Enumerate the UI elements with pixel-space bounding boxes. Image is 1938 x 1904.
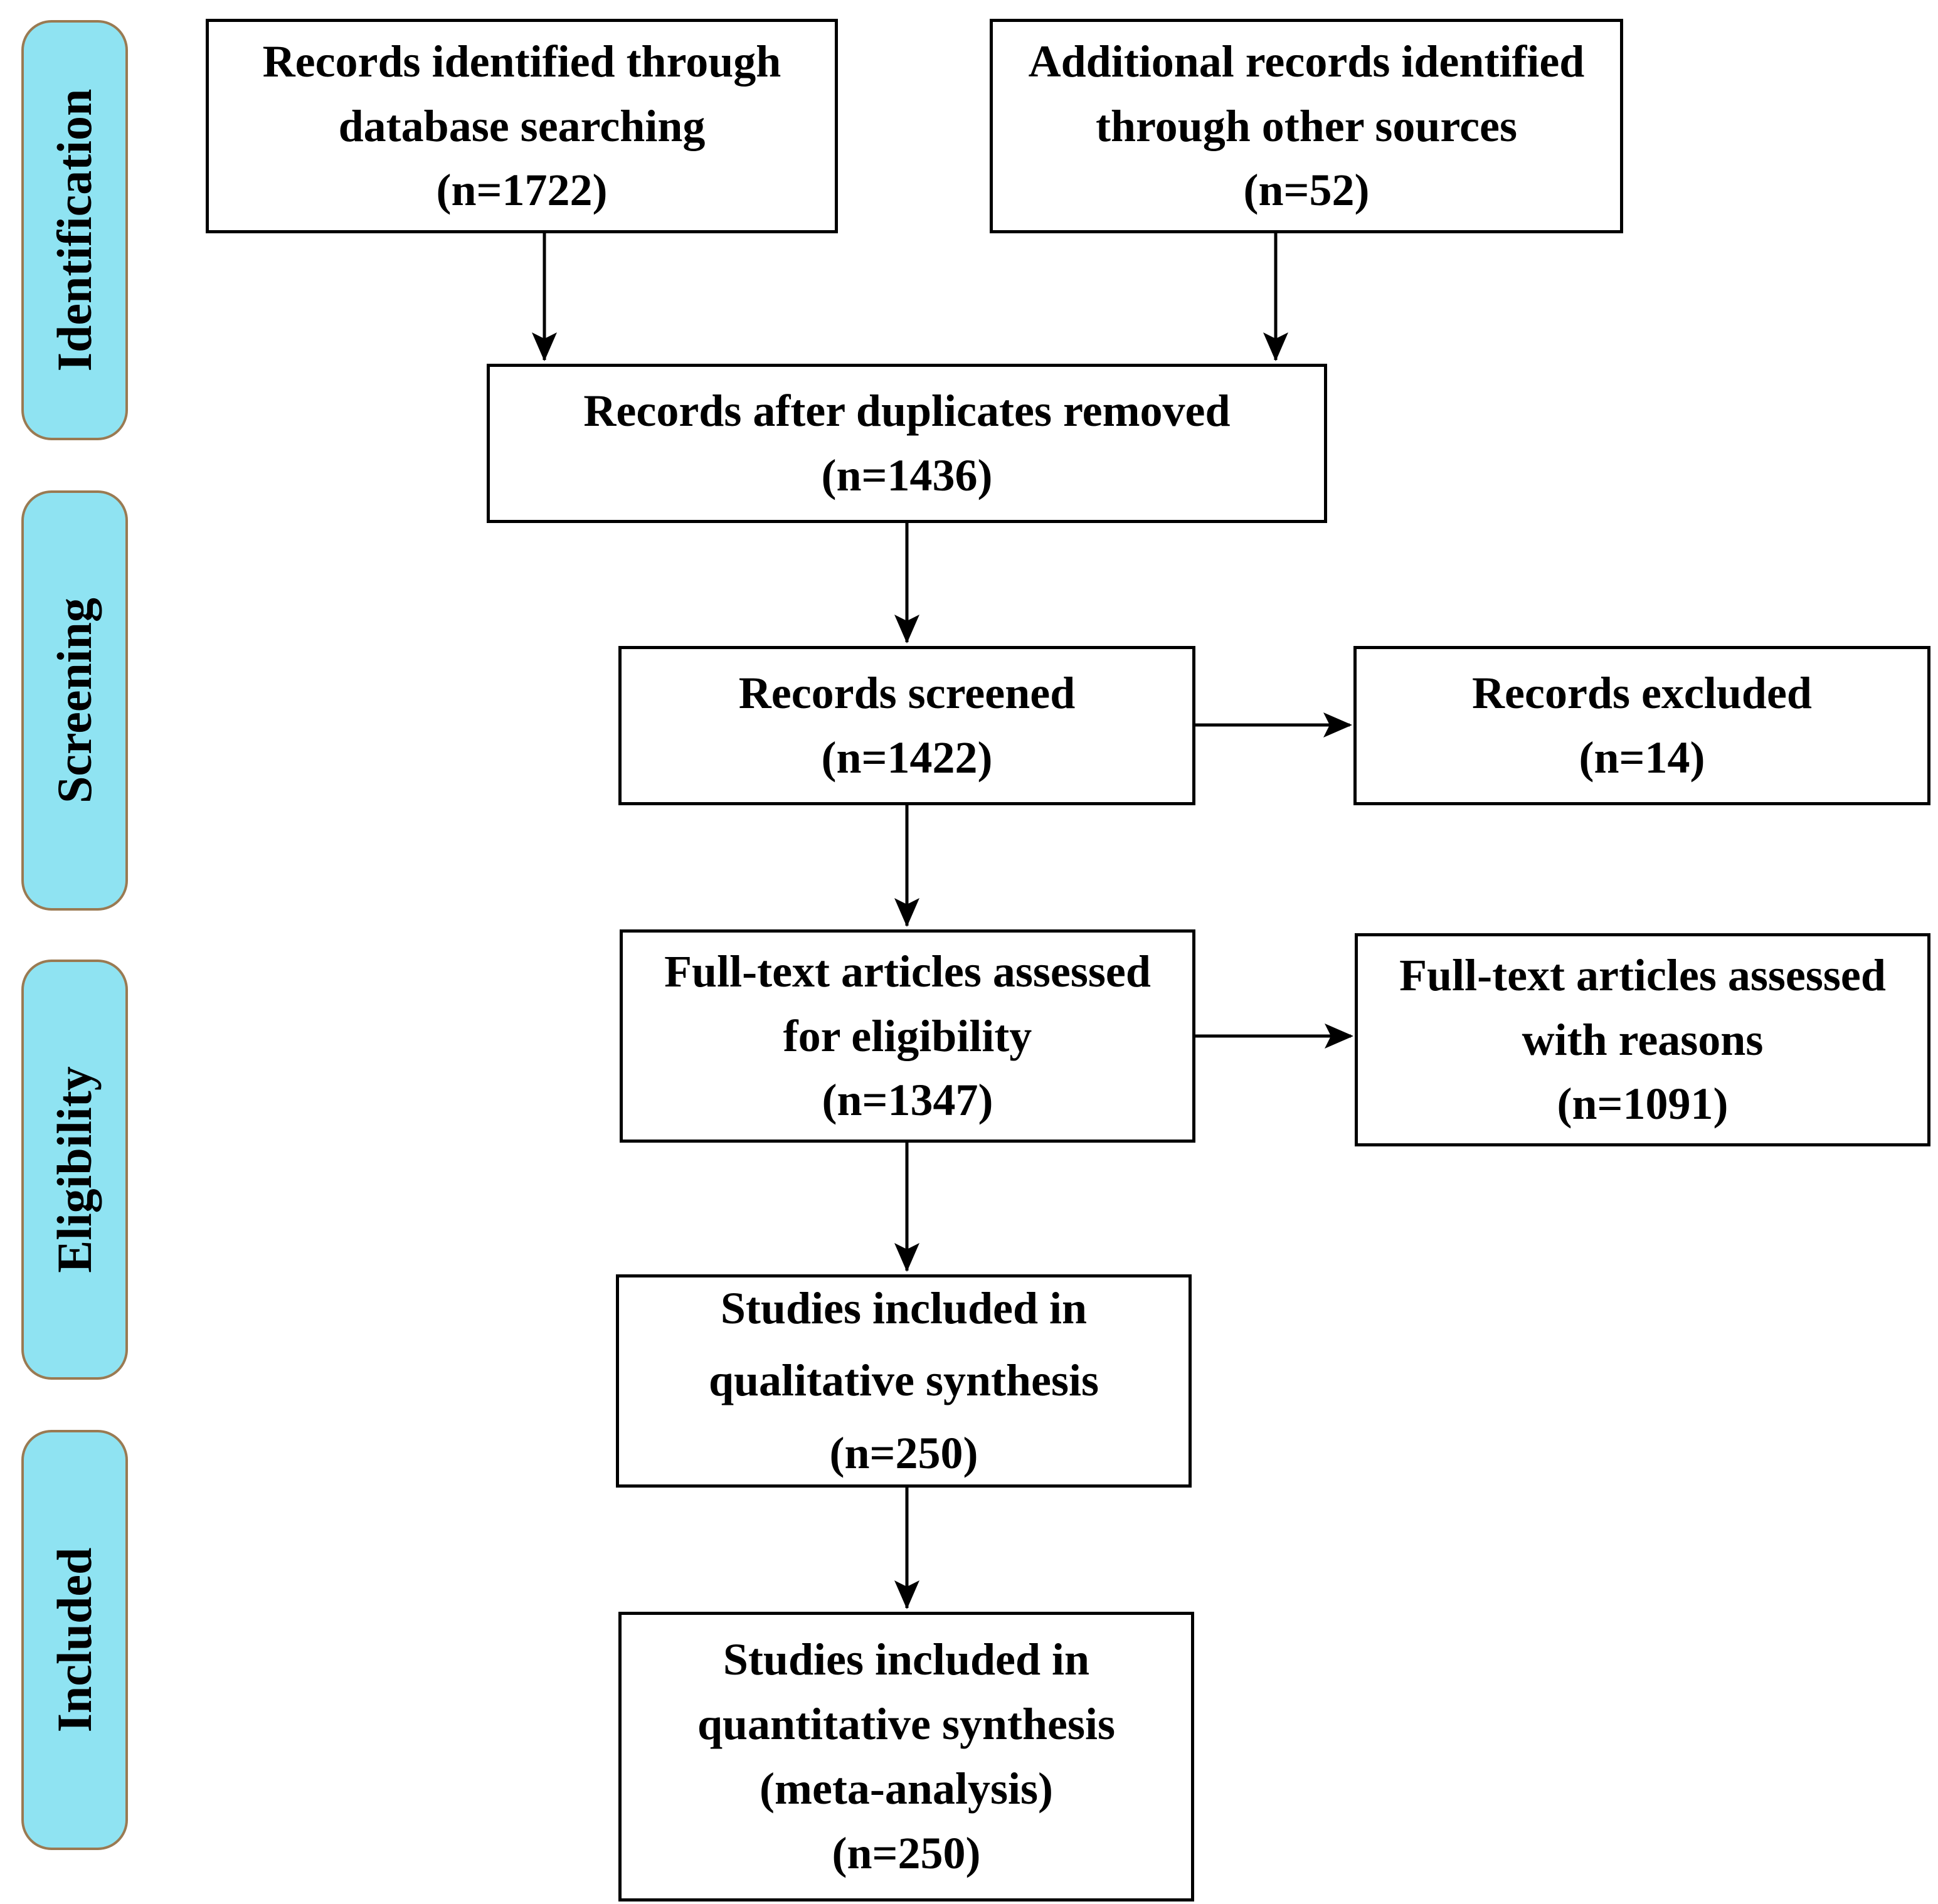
records-excluded-line-1: Records excluded bbox=[1472, 668, 1812, 719]
records-excluded-count: (n=14) bbox=[1579, 733, 1705, 783]
fulltext-assessed-line-1: Full-text articles assessed bbox=[664, 946, 1151, 997]
duplicates-removed-line-1: Records after duplicates removed bbox=[583, 386, 1231, 436]
database-records-count: (n=1722) bbox=[436, 165, 608, 216]
arrowhead-fulltext bbox=[894, 898, 919, 927]
quantitative-synthesis-box: Studies included in quantitative synthes… bbox=[618, 1612, 1194, 1901]
records-screened-count: (n=1422) bbox=[821, 733, 993, 783]
phase-screening: Screening bbox=[21, 490, 128, 911]
arrowhead-other bbox=[1263, 332, 1288, 361]
quantitative-synthesis-line-1: Studies included in bbox=[723, 1634, 1090, 1685]
arrowhead-reasons bbox=[1325, 1023, 1353, 1049]
qualitative-synthesis-line-2: qualitative synthesis bbox=[708, 1355, 1099, 1406]
quantitative-synthesis-count: (n=250) bbox=[832, 1827, 981, 1878]
arrowhead-quantitative bbox=[894, 1580, 919, 1609]
duplicates-removed-box: Records after duplicates removed (n=1436… bbox=[487, 364, 1327, 523]
other-sources-count: (n=52) bbox=[1243, 165, 1370, 216]
fulltext-assessed-count: (n=1347) bbox=[822, 1075, 993, 1126]
quantitative-synthesis-line-3: (meta-analysis) bbox=[760, 1764, 1053, 1814]
database-records-line-1: Records identified through bbox=[262, 36, 781, 87]
fulltext-assessed-line-2: for eligibility bbox=[783, 1010, 1032, 1061]
records-screened-line-1: Records screened bbox=[738, 668, 1076, 719]
arrowhead-database bbox=[532, 332, 557, 361]
fulltext-reasons-line-1: Full-text articles assessed bbox=[1399, 949, 1886, 1000]
phase-identification: Identification bbox=[21, 20, 128, 440]
quantitative-synthesis-line-2: quantitative synthesis bbox=[697, 1699, 1116, 1750]
other-sources-box: Additional records identified through ot… bbox=[990, 19, 1623, 233]
phase-included: Included bbox=[21, 1430, 128, 1850]
records-excluded-box: Records excluded (n=14) bbox=[1353, 646, 1930, 805]
phase-eligibility: Eligibility bbox=[21, 960, 128, 1380]
fulltext-assessed-box: Full-text articles assessed for eligibil… bbox=[620, 929, 1195, 1143]
duplicates-removed-count: (n=1436) bbox=[821, 450, 993, 500]
database-records-box: Records identified through database sear… bbox=[206, 19, 838, 233]
fulltext-reasons-box: Full-text articles assessed with reasons… bbox=[1355, 933, 1930, 1146]
records-screened-box: Records screened (n=1422) bbox=[618, 646, 1195, 805]
fulltext-reasons-line-2: with reasons bbox=[1522, 1014, 1764, 1065]
database-records-line-2: database searching bbox=[338, 100, 706, 151]
qualitative-synthesis-line-1: Studies included in bbox=[720, 1283, 1088, 1334]
qualitative-synthesis-count: (n=250) bbox=[829, 1427, 978, 1478]
arrowhead-screened bbox=[894, 615, 919, 643]
arrowhead-excluded bbox=[1323, 712, 1352, 738]
other-sources-line-2: through other sources bbox=[1095, 100, 1518, 151]
qualitative-synthesis-box: Studies included in qualitative synthesi… bbox=[616, 1274, 1192, 1488]
fulltext-reasons-count: (n=1091) bbox=[1557, 1079, 1729, 1129]
other-sources-line-1: Additional records identified bbox=[1028, 36, 1585, 87]
arrowhead-qualitative bbox=[894, 1243, 919, 1272]
